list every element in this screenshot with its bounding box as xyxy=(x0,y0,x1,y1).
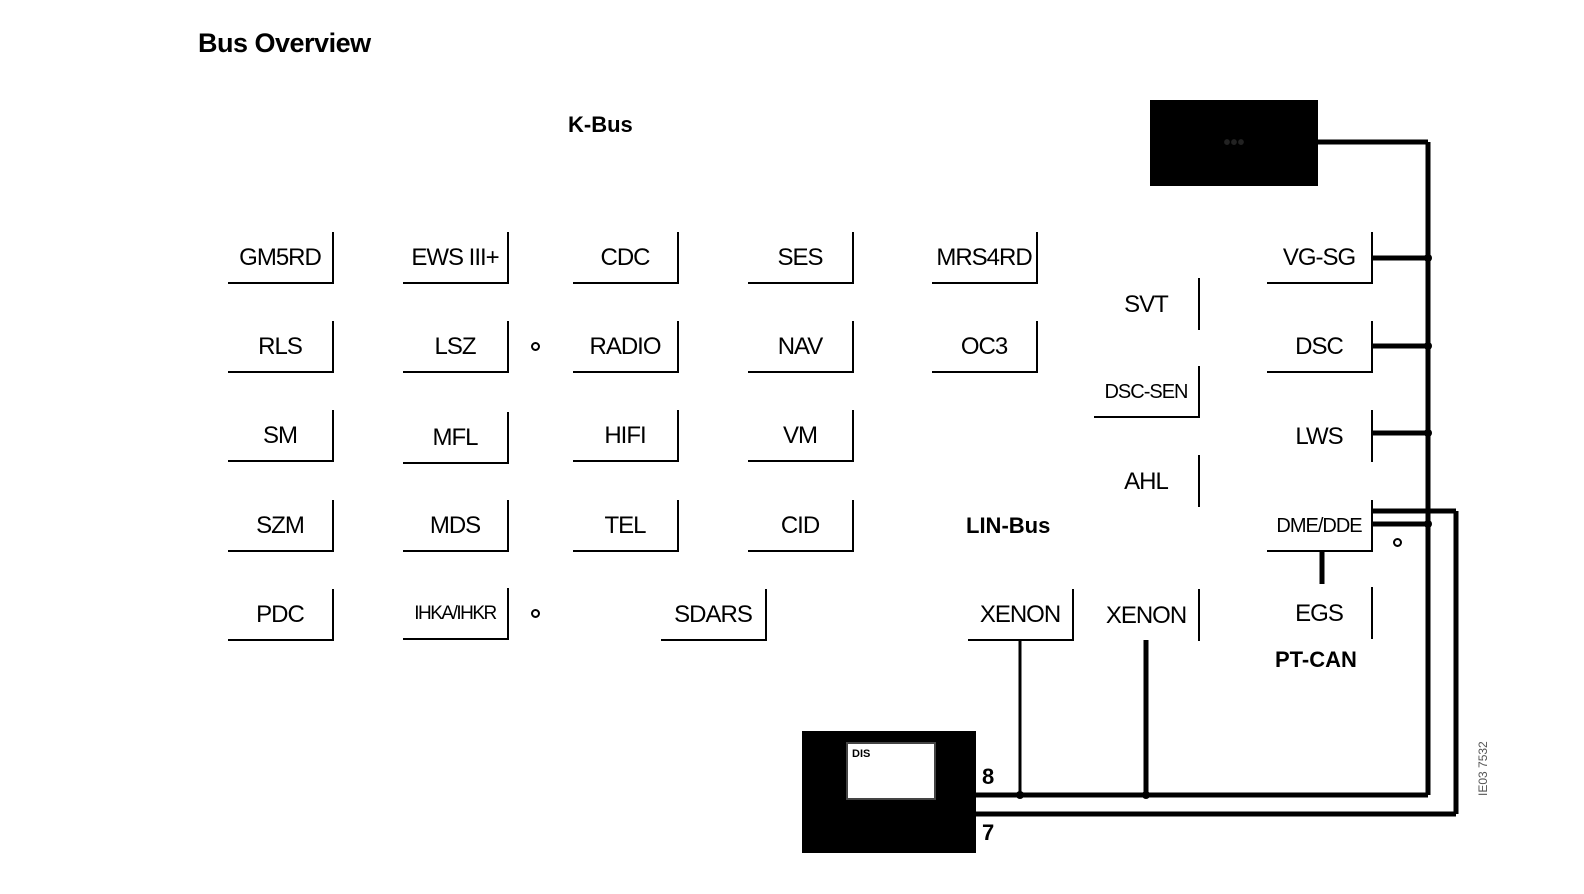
module-cdc: CDC xyxy=(573,232,679,284)
connector-ring xyxy=(531,609,540,618)
module-vgsg: VG-SG xyxy=(1267,232,1373,284)
module-mds: MDS xyxy=(403,500,509,552)
module-dsc: DSC xyxy=(1267,321,1373,373)
module-lsz: LSZ xyxy=(403,321,509,373)
module-dscsen: DSC-SEN xyxy=(1094,366,1200,418)
kbus-label: K-Bus xyxy=(568,112,633,137)
diagnosis-screen: DIS xyxy=(846,742,936,800)
module-ews: EWS III+ xyxy=(403,232,509,284)
module-lws: LWS xyxy=(1267,410,1373,462)
module-pdc: PDC xyxy=(228,589,334,641)
connector-ring xyxy=(1393,538,1402,547)
pin-8-label: 8 xyxy=(982,764,995,789)
connector-ring xyxy=(531,342,540,351)
page-title: Bus Overview xyxy=(198,28,371,58)
module-nav: NAV xyxy=(748,321,854,373)
pin-7-label: 7 xyxy=(982,820,995,845)
gateway-module-text: ••• xyxy=(1223,131,1245,154)
module-szm: SZM xyxy=(228,500,334,552)
module-tel: TEL xyxy=(573,500,679,552)
module-xenon-1: XENON xyxy=(968,589,1074,641)
module-mfl: MFL xyxy=(403,412,509,464)
module-xenon-2: XENON xyxy=(1094,589,1200,641)
module-radio: RADIO xyxy=(573,321,679,373)
linbus-label: LIN-Bus xyxy=(966,513,1051,538)
module-ihka: IHKA/IHKR xyxy=(403,588,509,640)
module-svt: SVT xyxy=(1094,278,1200,330)
figure-code: IE03 7532 xyxy=(1476,741,1490,796)
module-dmedde: DME/DDE xyxy=(1267,500,1373,552)
module-ses: SES xyxy=(748,232,854,284)
module-rls: RLS xyxy=(228,321,334,373)
module-sdars: SDARS xyxy=(661,589,767,641)
diagnosis-screen-text: DIS xyxy=(852,748,871,760)
ptcan-label: PT-CAN xyxy=(1275,647,1357,672)
module-gm5rd: GM5RD xyxy=(228,232,334,284)
module-hifi: HIFI xyxy=(573,410,679,462)
module-sm: SM xyxy=(228,410,334,462)
module-mrs4rd: MRS4RD xyxy=(932,232,1038,284)
module-vm: VM xyxy=(748,410,854,462)
module-cid: CID xyxy=(748,500,854,552)
gateway-module-block: ••• xyxy=(1150,100,1318,186)
module-oc3: OC3 xyxy=(932,321,1038,373)
module-ahl: AHL xyxy=(1094,455,1200,507)
module-egs: EGS xyxy=(1267,587,1373,639)
